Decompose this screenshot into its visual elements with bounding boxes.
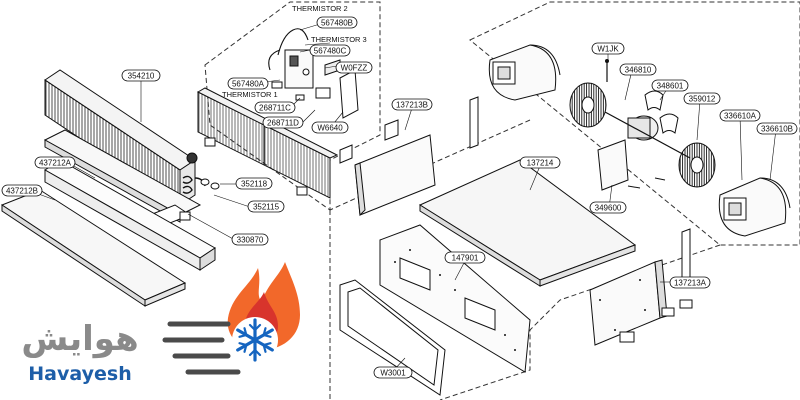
havayesh-logo: هوایش Havayesh <box>21 262 300 385</box>
callout-268711C: 268711C <box>254 101 296 114</box>
callout-437212A: 437212A <box>34 156 76 169</box>
callout-268711D: 268711D <box>262 116 304 129</box>
callout-text: 349600 <box>595 204 622 213</box>
callout-text: 352118 <box>241 180 268 189</box>
callout-text: 137214 <box>527 159 554 168</box>
callout-text: 346810 <box>625 66 652 75</box>
callout-text: 437212B <box>6 187 38 196</box>
callout-567480C: 567480C <box>309 44 351 57</box>
callout-text: 437212A <box>39 159 72 168</box>
callout-W3001: W3001 <box>373 366 413 379</box>
callout-text: W6640 <box>317 124 343 133</box>
brand-name-english: Havayesh <box>28 363 131 385</box>
evaporator-coil <box>44 69 220 206</box>
callout-text: W3001 <box>380 369 406 378</box>
snowflake-icon <box>232 317 278 363</box>
callout-437212B: 437212B <box>1 184 43 197</box>
callout-text: W0FZZ <box>341 64 368 73</box>
drain-pan <box>43 129 202 226</box>
callout-text: 268711C <box>259 104 291 113</box>
callout-348601: 348601 <box>651 79 689 92</box>
callout-W1JK: W1JK <box>591 42 625 55</box>
callout-352115: 352115 <box>247 200 285 213</box>
part-callouts: 354210 437212A 437212B 352118 352115 330… <box>1 16 798 379</box>
brand-name-persian: هوایش <box>21 319 138 359</box>
speed-stripes-icon <box>162 321 241 375</box>
thermistor-labels: THERMISTOR 2 THERMISTOR 3 THERMISTOR 1 <box>222 4 367 99</box>
bottom-panel <box>0 189 187 307</box>
mounting-brackets-left <box>339 96 479 164</box>
callout-text: W1JK <box>597 45 619 54</box>
callout-text: 137213B <box>396 101 428 110</box>
callout-354210: 354210 <box>121 69 161 82</box>
callout-text: 336610A <box>724 112 757 121</box>
top-cover-panel <box>418 159 637 287</box>
callout-137214: 137214 <box>519 156 561 169</box>
callout-text: 352115 <box>253 203 280 212</box>
callout-text: 330870 <box>237 236 264 245</box>
callout-W6640: W6640 <box>311 121 349 134</box>
callout-text: 567480C <box>314 47 347 56</box>
blower-assembly <box>488 44 791 237</box>
callout-text: 348601 <box>657 82 684 91</box>
callout-text: 147901 <box>452 254 479 263</box>
callout-text: 354210 <box>128 72 155 81</box>
callout-567480B: 567480B <box>316 16 358 29</box>
callout-330870: 330870 <box>231 233 269 246</box>
callout-text: 567480B <box>321 19 353 28</box>
thermistor-1-label: THERMISTOR 1 <box>222 90 278 99</box>
thermistor-3-label: THERMISTOR 3 <box>311 35 367 44</box>
callout-567480A: 567480A <box>227 77 269 90</box>
callout-137213A: 137213A <box>669 276 711 289</box>
callout-359012: 359012 <box>683 92 721 105</box>
callout-147901: 147901 <box>444 251 486 264</box>
callout-text: 137213A <box>674 279 707 288</box>
front-service-panel <box>379 224 531 373</box>
thermistor-2-label: THERMISTOR 2 <box>292 4 348 13</box>
control-box-parts <box>268 28 359 119</box>
return-air-frame <box>339 279 446 396</box>
callout-336610A: 336610A <box>719 109 761 122</box>
callout-336610B: 336610B <box>756 122 798 135</box>
side-panel-right <box>589 228 693 346</box>
callout-text: 336610B <box>761 125 793 134</box>
callout-346810: 346810 <box>619 63 657 76</box>
callout-text: 567480A <box>232 80 265 89</box>
callout-text: 268711D <box>267 119 299 128</box>
callout-W0FZZ: W0FZZ <box>335 61 373 74</box>
callout-137213B: 137213B <box>391 98 433 111</box>
callout-text: 359012 <box>689 95 716 104</box>
side-panel-left <box>354 134 436 217</box>
callout-352118: 352118 <box>235 177 273 190</box>
callout-349600: 349600 <box>589 201 627 214</box>
